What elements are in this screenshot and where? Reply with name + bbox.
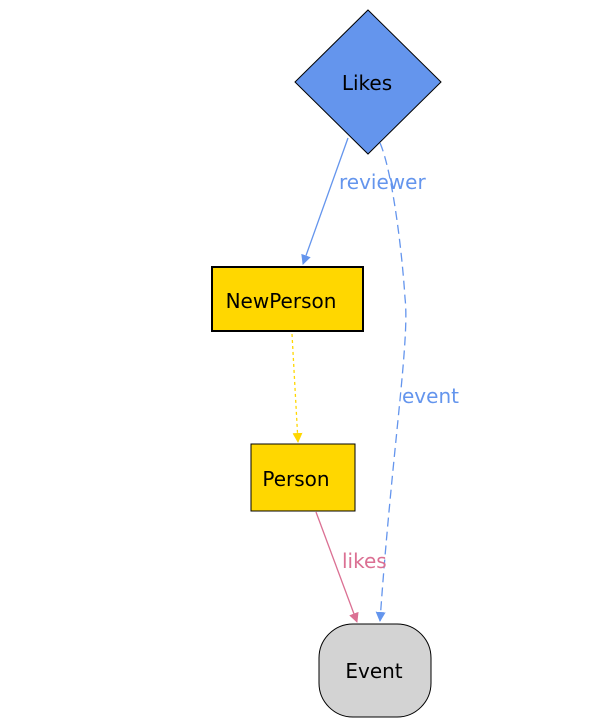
edge-inherits xyxy=(291,333,303,443)
node-event[interactable]: Event xyxy=(318,623,432,718)
edge-label-event: event xyxy=(402,384,459,408)
node-label-person: Person xyxy=(262,467,329,491)
node-likes[interactable]: Likes xyxy=(294,9,442,155)
node-label-new-person: NewPerson xyxy=(226,289,337,313)
node-label-likes: Likes xyxy=(342,71,392,95)
node-person[interactable]: Person xyxy=(250,443,356,512)
event-box xyxy=(318,623,432,718)
edge-event xyxy=(375,142,407,622)
person-box xyxy=(250,443,356,512)
edge-label-likes: likes xyxy=(342,549,387,573)
likes-diamond-shape xyxy=(294,9,442,155)
new-person-box xyxy=(211,266,364,332)
node-label-event: Event xyxy=(345,659,402,683)
edge-likes xyxy=(315,511,359,623)
edge-label-reviewer: reviewer xyxy=(339,170,426,194)
edge-reviewer xyxy=(301,137,349,265)
node-new-person[interactable]: NewPerson xyxy=(211,266,364,332)
